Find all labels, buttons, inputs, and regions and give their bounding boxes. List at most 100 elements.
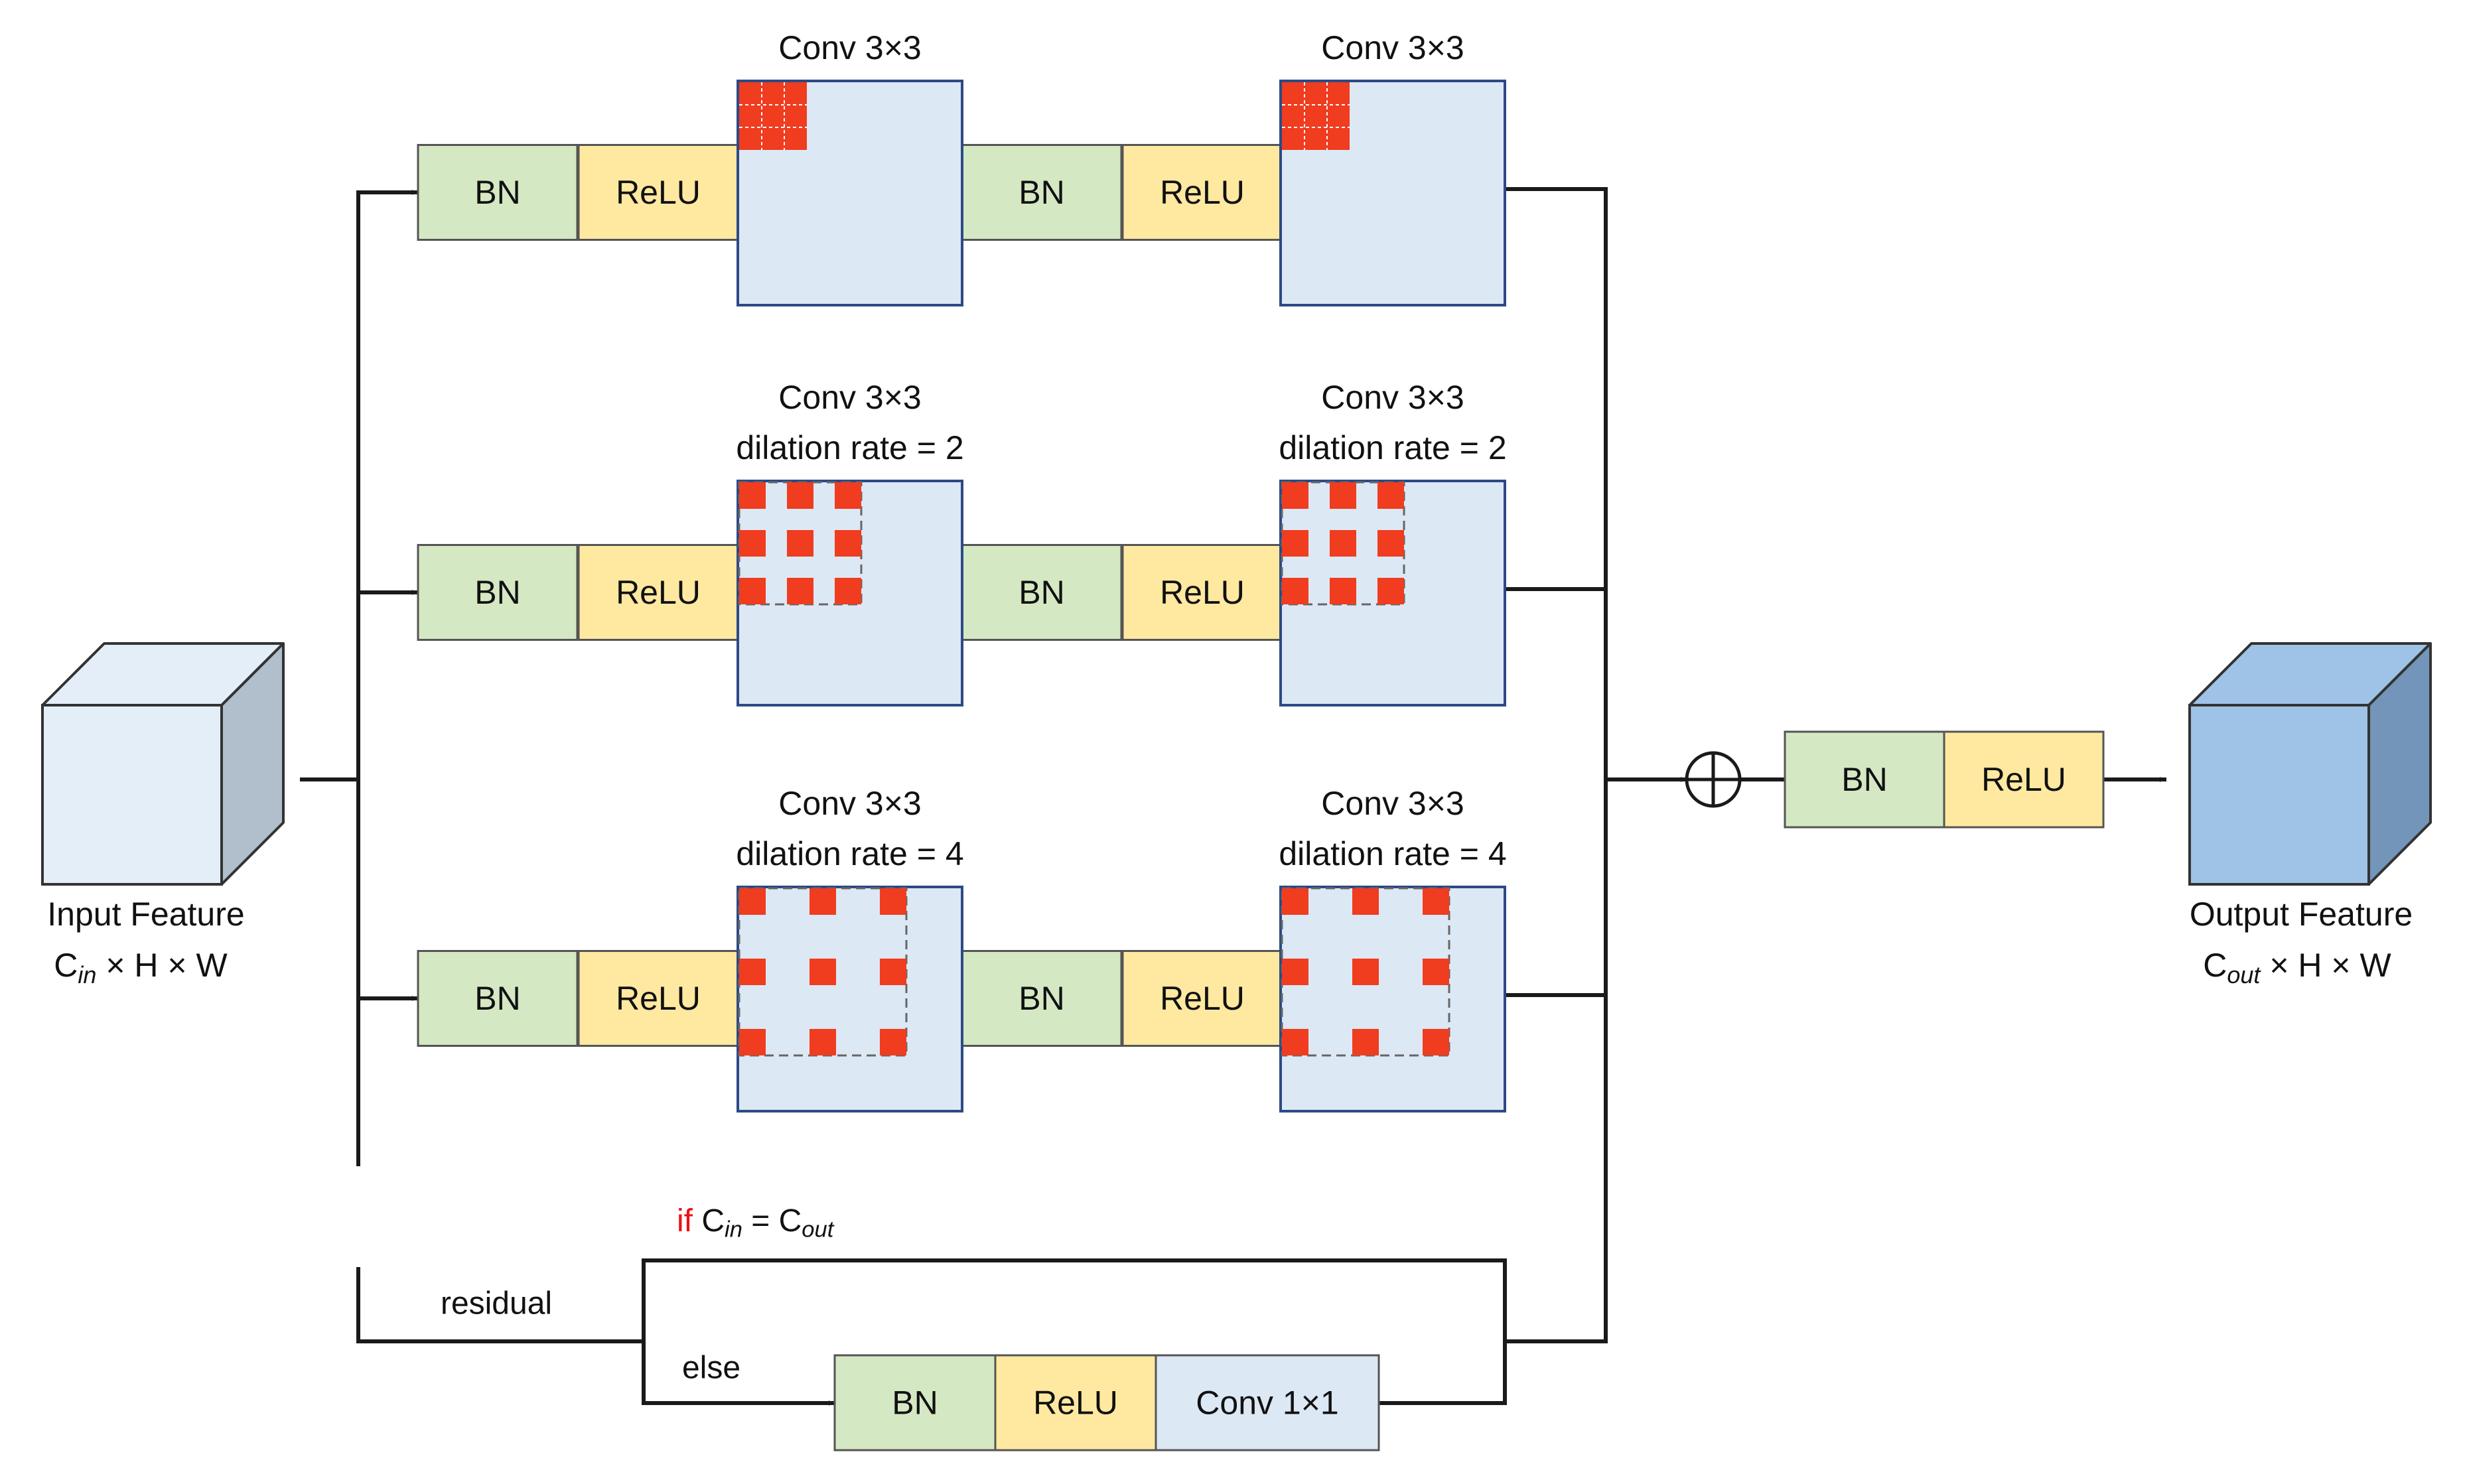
branch-3-conv-2-box (1279, 886, 1506, 1113)
output-feature-cube (2188, 642, 2432, 886)
branch-2-conv-2-kernel-tap (1330, 530, 1356, 557)
branch-1-bn-1-block: BN (417, 144, 579, 241)
branch-1-relu-2-block-label: ReLU (1160, 174, 1245, 211)
post-sum-bn-block: BN (1784, 730, 1945, 829)
branch-3-relu-2-block-label: ReLU (1160, 980, 1245, 1017)
branch-2-conv-2-kernel-tap (1330, 578, 1356, 604)
branch-3-conv-2-kernel-tap (1282, 959, 1308, 985)
residual-else-label: else (682, 1351, 740, 1386)
branch-2-conv-1-kernel-tap (835, 482, 861, 509)
input-feature-dims: Cin × H × W (54, 947, 228, 988)
branch-3-conv-1-kernel-tap (810, 959, 836, 985)
branch-1-conv-2-kernel (1282, 82, 1350, 150)
branch-1-relu-1-block: ReLU (577, 144, 739, 241)
branch-3-conv-2-title: Conv 3×3 (1321, 785, 1464, 822)
branch-3-conv-2-kernel-tap (1352, 888, 1379, 915)
branch-2-relu-2-block: ReLU (1121, 544, 1283, 641)
branch-2-conv-2-kernel-tap (1282, 530, 1308, 557)
branch-1-conv-1-title: Conv 3×3 (778, 29, 921, 66)
output-feature-label: Output Feature (2190, 896, 2413, 933)
residual-conv1x1-block: Conv 1×1 (1155, 1354, 1380, 1451)
branch-2-bn-2-block: BN (961, 544, 1123, 641)
branch-3-bn-2-block-label: BN (1019, 980, 1064, 1017)
elementwise-sum-icon (1685, 751, 1742, 808)
output-feature-dims: Cout × H × W (2203, 947, 2391, 988)
branch-2-conv-2-kernel-tap (1330, 482, 1356, 509)
branch-3-conv-2-kernel-tap (1423, 1029, 1449, 1055)
branch-1-relu-1-block-label: ReLU (616, 174, 701, 211)
branch-3-conv-1-dilation: dilation rate = 4 (736, 835, 963, 872)
residual-bn-block-label: BN (892, 1384, 938, 1422)
branch-2-conv-1-kernel-tap (835, 530, 861, 557)
connector-lines (300, 187, 2166, 1406)
branch-2-bn-1-block: BN (417, 544, 579, 641)
branch-2-conv-2-dilation: dilation rate = 2 (1279, 429, 1506, 466)
residual-identity-path (358, 1258, 1606, 1343)
residual-relu-block: ReLU (994, 1354, 1157, 1451)
branch-1-bn-2-block: BN (961, 144, 1123, 241)
branch-2-conv-1-title: Conv 3×3 (778, 379, 921, 416)
input-feature-cube (41, 642, 285, 886)
branch-3-conv-1-kernel-tap (880, 1029, 906, 1055)
branch-2-conv-1-kernel-tap (739, 578, 766, 604)
post-sum-relu-block-label: ReLU (1981, 761, 2066, 798)
branch-3-conv-2-kernel-tap (1423, 959, 1449, 985)
post-sum-relu-block: ReLU (1943, 730, 2105, 829)
branch-3-relu-2-block: ReLU (1121, 950, 1283, 1047)
branch-3-conv-1-kernel-tap (739, 1029, 766, 1055)
branch-2-relu-2-block-label: ReLU (1160, 574, 1245, 611)
branch-3-conv-1-kernel-tap (739, 959, 766, 985)
branch-3-conv-2-kernel (1281, 887, 1450, 1057)
branch-3-conv-2-kernel-tap (1352, 959, 1379, 985)
branch-2-conv-2-kernel-tap (1377, 482, 1404, 509)
branch-1-conv-2-title: Conv 3×3 (1321, 29, 1464, 66)
branch-3-conv-1-kernel-tap (739, 888, 766, 915)
branch-3-conv-1-kernel-tap (810, 888, 836, 915)
branch-2-conv-2-kernel (1281, 481, 1405, 606)
branch-3-conv-1-kernel-tap (880, 959, 906, 985)
branch-3-relu-1-block-label: ReLU (616, 980, 701, 1017)
branch-2-relu-1-block: ReLU (577, 544, 739, 641)
branch-1-conv-1-kernel (739, 82, 807, 150)
branch-2-conv-1-kernel-tap (739, 482, 766, 509)
branch-2-conv-1-kernel-tap (739, 530, 766, 557)
branch-3-conv-2-dilation: dilation rate = 4 (1279, 835, 1506, 872)
branch-1-conv-1-kernel-fill (739, 82, 807, 150)
output-feature-cube-front (2188, 704, 2370, 886)
branch-2-conv-1-kernel (738, 481, 863, 606)
branch-3-conv-1-kernel-tap (880, 888, 906, 915)
branch-3-conv-1-kernel-tap (810, 1029, 836, 1055)
branch-2-conv-2-kernel-tap (1282, 482, 1308, 509)
residual-label: residual (441, 1286, 552, 1321)
branch-2-conv-2-kernel-tap (1282, 578, 1308, 604)
branch-2-conv-1-dilation: dilation rate = 2 (736, 429, 963, 466)
branch-2-conv-1-kernel-tap (835, 578, 861, 604)
branch-3-conv-2-kernel-tap (1423, 888, 1449, 915)
branch-1-relu-2-block: ReLU (1121, 144, 1283, 241)
branch-3-conv-2-kernel-tap (1282, 1029, 1308, 1055)
branch-3-bn-1-block: BN (417, 950, 579, 1047)
branch-3-bn-1-block-label: BN (474, 980, 520, 1017)
residual-relu-block-label: ReLU (1033, 1384, 1118, 1422)
branch-2-bn-2-block-label: BN (1019, 574, 1064, 611)
input-feature-cube-front (41, 704, 223, 886)
residual-bn-block: BN (833, 1354, 997, 1451)
branch-2-conv-2-title: Conv 3×3 (1321, 379, 1464, 416)
branch-2-conv-2-kernel-tap (1377, 578, 1404, 604)
branch-3-relu-1-block: ReLU (577, 950, 739, 1047)
input-feature-label: Input Feature (47, 896, 244, 933)
branch-2-relu-1-block-label: ReLU (616, 574, 701, 611)
branch-2-conv-2-kernel-tap (1377, 530, 1404, 557)
branch-2-conv-1-kernel-tap (787, 482, 813, 509)
branch-3-conv-2-kernel-tap (1282, 888, 1308, 915)
branch-1-conv-2-kernel-fill (1282, 82, 1350, 150)
branch-2-conv-1-kernel-tap (787, 530, 813, 557)
branch-2-bn-1-block-label: BN (474, 574, 520, 611)
residual-conv1x1-block-label: Conv 1×1 (1196, 1384, 1338, 1422)
branch-1-bn-1-block-label: BN (474, 174, 520, 211)
branch-2-conv-1-kernel-tap (787, 578, 813, 604)
branch-3-conv-2-kernel-tap (1352, 1029, 1379, 1055)
post-sum-bn-block-label: BN (1841, 761, 1887, 798)
